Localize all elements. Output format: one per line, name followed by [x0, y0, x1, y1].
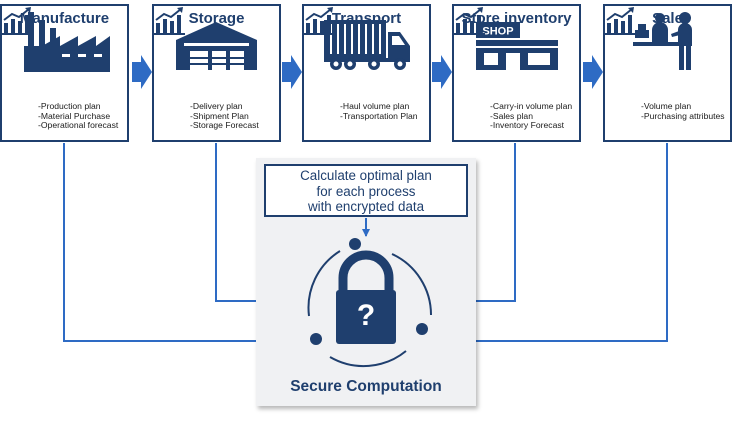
secure-computation-label: Secure Computation — [290, 378, 442, 395]
connector-store — [460, 143, 516, 305]
stage-item: -Transportation Plan — [340, 110, 418, 121]
connector-manufacture — [63, 143, 273, 345]
chart-icon — [454, 7, 485, 35]
stage-items: -Haul volume plan -Transportation Plan — [340, 101, 427, 121]
shop-sign-text: SHOP — [482, 26, 513, 38]
shop-icon: SHOP — [476, 22, 558, 70]
stage-items: -Delivery plan -Shipment Plan -Storage F… — [190, 101, 277, 131]
stage-card-store: Store inventory SHOP -Carry-in volume p — [452, 4, 581, 142]
connector-storage — [215, 143, 273, 305]
connector-sale — [460, 143, 668, 345]
stage-item: -Delivery plan — [190, 101, 243, 111]
warehouse-icon — [176, 22, 257, 70]
stage-items: -Volume plan -Purchasing attributes — [641, 101, 728, 121]
flow-arrow-4 — [583, 55, 603, 89]
flow-arrow-2 — [282, 55, 302, 89]
calculate-plan-box: Calculate optimal plan for each process … — [264, 164, 468, 217]
calc-line-1: Calculate optimal plan — [300, 168, 432, 183]
lock-question-mark: ? — [356, 299, 376, 332]
stage-item: -Storage Forecast — [190, 120, 259, 131]
stage-item: -Shipment Plan — [190, 110, 249, 121]
stage-item: -Inventory Forecast — [490, 120, 565, 131]
ring-node-right — [416, 323, 428, 335]
lock-icon — [336, 250, 396, 344]
stage-item: -Sales plan — [490, 110, 533, 121]
stage-title: Storage — [188, 10, 245, 27]
stage-item: -Purchasing attributes — [641, 110, 725, 121]
chart-icon — [2, 7, 33, 35]
stage-items: -Production plan -Material Purchase -Ope… — [38, 101, 125, 131]
stage-card-sale: Sale -Volu — [603, 4, 732, 142]
stage-card-transport: Transport — [302, 4, 431, 142]
stage-item: -Material Purchase — [38, 110, 111, 121]
ring-node-left — [310, 333, 322, 345]
chart-icon — [154, 7, 185, 35]
truck-icon — [324, 20, 410, 70]
chart-icon — [605, 7, 636, 35]
stage-card-manufacture: Manufacture -Production — [0, 4, 129, 142]
stage-item: -Production plan — [38, 101, 101, 111]
ring-node-top — [349, 238, 361, 250]
stage-item: -Volume plan — [641, 101, 692, 111]
stage-item: -Operational forecast — [38, 120, 119, 131]
calc-line-3: with encrypted data — [307, 199, 425, 214]
stage-items: -Carry-in volume plan -Sales plan -Inven… — [490, 101, 577, 131]
flow-arrows — [132, 55, 603, 89]
calc-line-2: for each process — [316, 183, 416, 199]
chart-icon — [304, 7, 335, 35]
stage-item: -Haul volume plan — [340, 101, 410, 111]
stage-item: -Carry-in volume plan — [490, 101, 573, 111]
stage-card-storage: Storage — [152, 4, 281, 142]
cashier-icon — [633, 12, 692, 70]
cycle-ring — [307, 250, 433, 368]
flow-arrow-3 — [432, 55, 452, 89]
flow-arrow-1 — [132, 55, 152, 89]
